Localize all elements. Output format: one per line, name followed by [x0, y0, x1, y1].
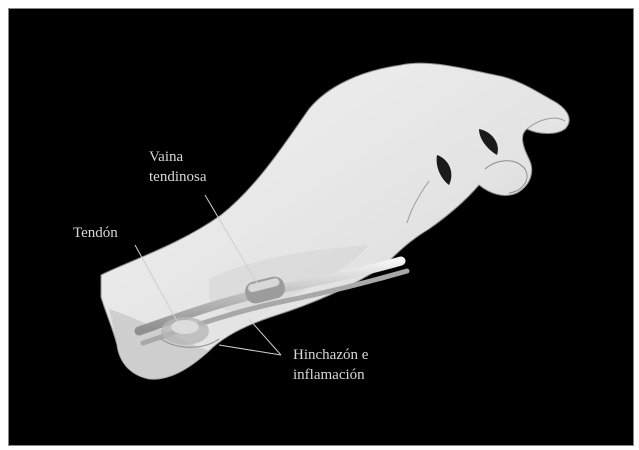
swelling-leader-line [249, 319, 281, 355]
label-sheath-line2: tendinosa [149, 169, 207, 185]
label-tendon: Tendón [73, 225, 118, 241]
swelling-leader-line [219, 345, 281, 355]
hand-illustration: Vaina tendinosa Tendón Hinchazón e infla… [9, 9, 633, 445]
label-swelling-line1: Hinchazón e [293, 347, 369, 363]
label-swelling-line2: inflamación [293, 367, 365, 383]
label-sheath-line1: Vaina [149, 149, 183, 165]
diagram-frame: Vaina tendinosa Tendón Hinchazón e infla… [8, 8, 634, 446]
